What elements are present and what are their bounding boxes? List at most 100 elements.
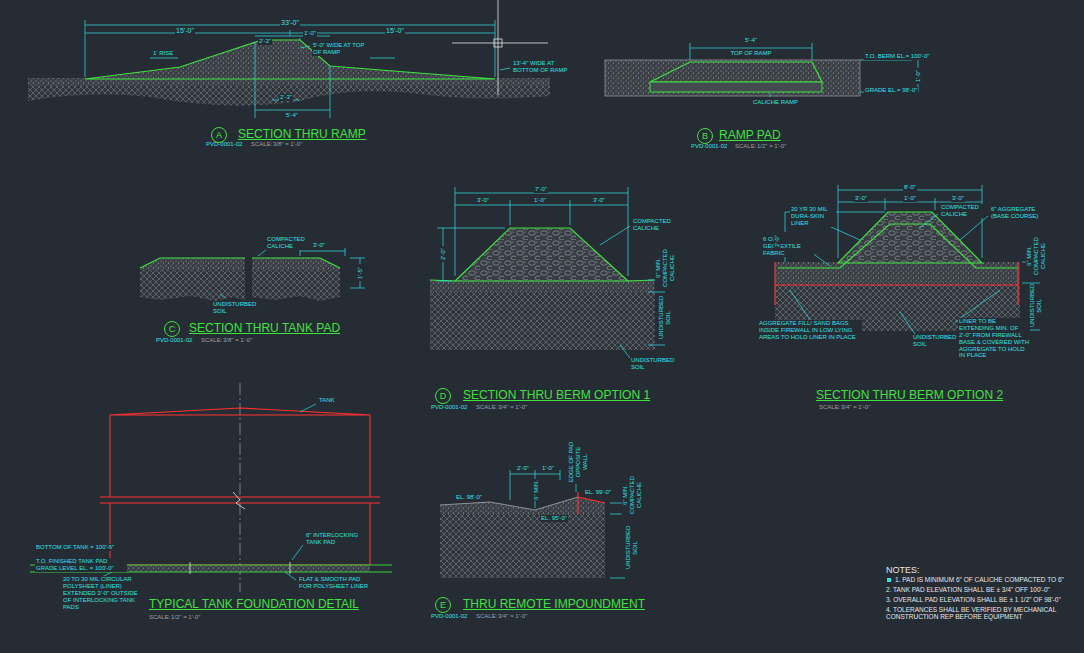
section-a-ramp-part-part [494, 39, 502, 47]
section-c-tank-pad-part [252, 270, 340, 301]
section-berm-2-part-part [838, 185, 982, 258]
section-marker: E [435, 597, 451, 613]
drawing-label: 5'-4" [285, 112, 299, 119]
drawing-label: 5'-0" WIDE AT TOP OF RAMP [312, 42, 372, 56]
section-d-berm-1-part-part [600, 226, 630, 358]
section-a-ramp-part-part [150, 58, 395, 59]
drawing-label: EL. 98'-0" [455, 494, 483, 501]
drawing-label: UNDISTURBED SOIL [658, 296, 672, 340]
drawing-label: 6" MIN. COMPACTED CALICHE [622, 473, 643, 517]
tank-foundation-part [110, 503, 370, 565]
drawing-label: SCALE: [818, 404, 841, 411]
section-title: THRU REMOTE IMPOUNDMENT [462, 598, 646, 612]
section-b-ramp-pad-part [650, 62, 822, 82]
drawing-label: SCALE: [148, 614, 171, 621]
section-e-impoundment-part [578, 497, 605, 503]
drawing-label: 3/8" = 1'-0" [222, 337, 253, 344]
section-a-ramp-part-part [85, 20, 495, 77]
drawing-label: 1/2" = 1'-0" [756, 143, 787, 150]
section-title: RAMP PAD [718, 129, 782, 143]
section-d-berm-1-part [430, 280, 655, 281]
drawing-label: 2'-0" [516, 465, 530, 472]
drawing-label: 1'-0" [915, 69, 922, 83]
drawing-label: 1'-0" [303, 30, 317, 37]
tank-foundation-part [110, 408, 370, 497]
drawing-label: 7'-0" [534, 186, 548, 193]
drawing-label: CALICHE RAMP [752, 99, 799, 106]
section-c-tank-pad-part [140, 258, 245, 268]
drawing-label: 15'-0" [385, 27, 405, 35]
drawing-label: TANK [318, 397, 336, 404]
drawing-label: 6" MIN. [533, 479, 540, 501]
section-b-ramp-pad-part-part [690, 43, 812, 60]
drawing-label: 1'-0" [541, 465, 555, 472]
section-letter: A [216, 131, 222, 140]
section-berm-2-part [775, 262, 1020, 283]
section-title: TYPICAL TANK FOUNDATION DETAIL [148, 598, 360, 612]
drawing-label: T.O. FINISHED TANK PAD GRADE LEVEL EL. =… [35, 558, 127, 572]
drawing-label: T.O. BERM EL.= 100'-0" [864, 53, 930, 60]
section-b-ramp-pad-part [690, 43, 918, 97]
drawing-label: 20 YR 30 MIL DURA-SKIN LINER [790, 206, 836, 227]
drawing-label: 2'-0" [774, 234, 781, 248]
drawing-label: 8'-0" [903, 184, 917, 191]
drawing-label: UNDISTURBED SOIL [1029, 284, 1043, 328]
drawing-label: UNDISTURBED SOIL [212, 301, 256, 315]
tank-foundation-part [240, 383, 241, 592]
drawing-label: 6" MIN. COMPACTED CALICHE [1026, 234, 1047, 278]
drawing-label: AGGREGATE FILL/ SAND BAGS INSIDE FIREWAL… [758, 320, 862, 341]
section-marker: A [211, 127, 227, 143]
section-a-ramp [28, 0, 550, 118]
drawing-label: 3'-0" [476, 197, 490, 204]
section-letter: E [440, 601, 446, 610]
drawing-label: 20 TO 30 MIL CIRCULAR POLYSHEET (LINER) … [62, 576, 144, 610]
section-c-tank-pad-part [140, 258, 245, 270]
tank-foundation-part-part [100, 404, 316, 580]
section-berm-2-part [775, 262, 1018, 305]
drawing-label: 3/4" = 1'-0" [840, 404, 871, 411]
section-d-berm-1-part [430, 280, 655, 292]
section-letter: D [440, 392, 447, 401]
drawing-label: COMPACTED CALICHE [940, 204, 986, 218]
section-d-berm-1 [430, 187, 665, 358]
drawing-label: SCALE: [475, 404, 498, 411]
drawing-label: 3/4" = 1'-0" [497, 404, 528, 411]
drawing-label: 6" INTERLOCKING TANK PAD [305, 532, 365, 546]
section-c-tank-pad-part [220, 248, 365, 298]
section-e-impoundment-part [577, 492, 578, 514]
section-b-ramp-pad [605, 43, 918, 97]
drawing-label: 1'-0" [533, 197, 547, 204]
drawing-label: NOTES: [885, 565, 921, 575]
drawing-label: 2'-0" [440, 247, 447, 261]
section-e-impoundment-part-part [510, 470, 560, 508]
drawing-label: PVD-0001-02 [430, 613, 468, 620]
drawing-label: COMPACTED CALICHE [266, 236, 314, 250]
drawing-label: 4. TOLERANCES SHALL BE VERIFIED BY MECHA… [885, 606, 1077, 621]
drawing-label: 1. PAD IS MINIMUM 6" OF CALICHE COMPACTE… [894, 576, 1076, 583]
drawing-label: PVD-0001-02 [430, 404, 468, 411]
section-berm-2-part [838, 212, 982, 263]
drawing-label: 3/8" = 1'-0" [272, 141, 303, 148]
drawing-label: 3/4" = 1'-0" [497, 613, 528, 620]
drawing-label: EDGE OF PAD OPPOSITE WALL [568, 440, 589, 484]
drawing-label: 3'-0" [854, 195, 868, 202]
drawing-label: 3'-0" [592, 197, 606, 204]
section-d-berm-1-part [437, 187, 665, 358]
section-b-ramp-pad-part [650, 82, 822, 92]
drawing-label: COMPACTED CALICHE [632, 218, 680, 232]
drawing-label: FLAT & SMOOTH PAD FOR POLYSHEET LINER [298, 576, 370, 590]
drawing-label: 13'-4" WIDE AT BOTTOM OF RAMP [512, 60, 576, 74]
section-d-berm-1-part-part [455, 187, 628, 276]
section-e-impoundment-part [510, 470, 625, 578]
drawing-label: 5'-4" [744, 37, 758, 44]
drawing-label: PVD-0001-02 [155, 337, 193, 344]
drawing-label: 15'-0" [175, 27, 195, 35]
drawing-label: 33'-0" [280, 19, 300, 27]
section-d-berm-1-part [430, 292, 655, 350]
section-d-berm-1-part-part [437, 228, 505, 281]
section-marker: B [697, 128, 713, 144]
section-a-ramp-part [85, 20, 510, 118]
drawing-label: UNDISTURBED SOIL [630, 357, 674, 371]
